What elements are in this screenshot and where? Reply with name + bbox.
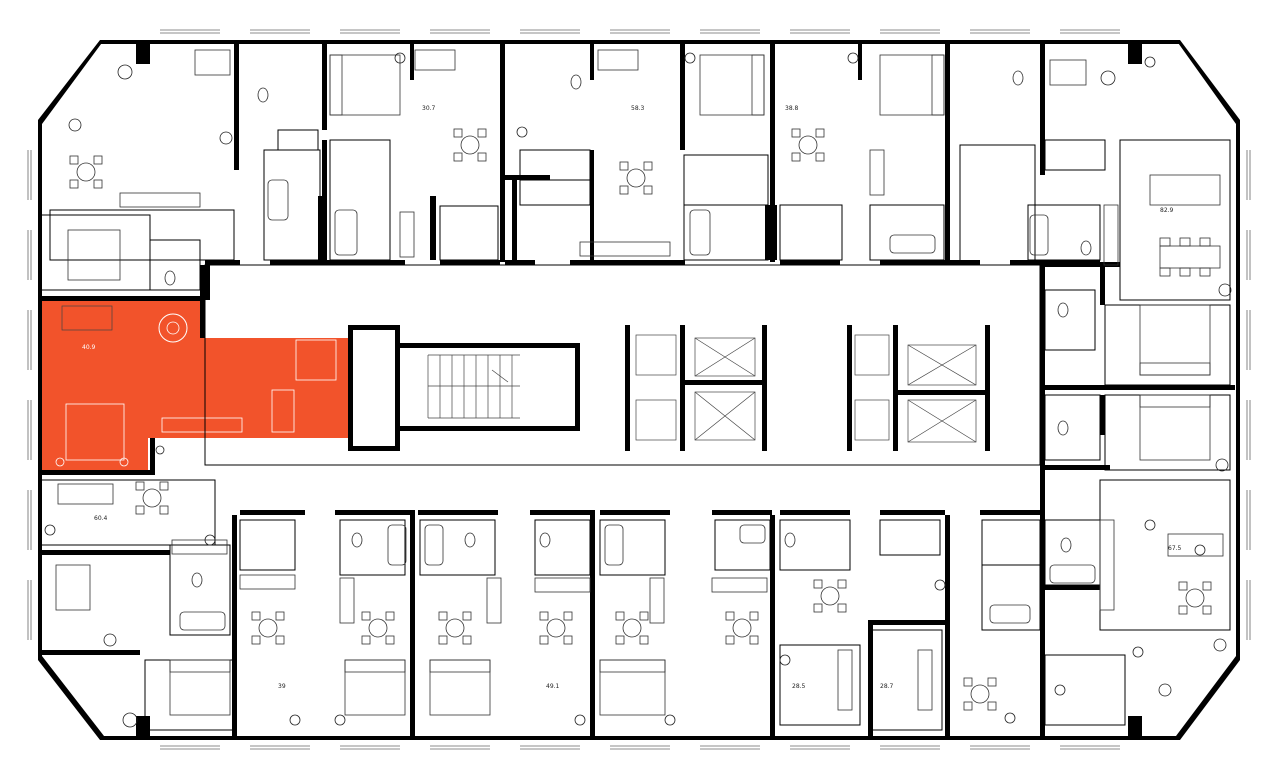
beds-and-sofas bbox=[55, 49, 1224, 716]
area-label-a9: 28.5 bbox=[792, 683, 806, 690]
plant-icons bbox=[44, 52, 1232, 728]
area-label-a4: 38.8 bbox=[785, 105, 799, 112]
bottom-windows bbox=[160, 745, 1120, 750]
area-label-a1: 40.9 bbox=[82, 344, 96, 351]
highlighted-apartment[interactable] bbox=[40, 300, 348, 470]
outer-walls bbox=[38, 40, 1240, 740]
area-label-a2: 30.7 bbox=[422, 105, 436, 112]
bottom-row-walls bbox=[232, 479, 1231, 740]
area-label-a3: 58.3 bbox=[631, 105, 645, 112]
area-label-a10: 28.7 bbox=[880, 683, 894, 690]
area-label-a5: 82.9 bbox=[1160, 207, 1174, 214]
area-label-a7: 39 bbox=[278, 683, 286, 690]
right-column-walls bbox=[1040, 262, 1235, 520]
dining-tables bbox=[69, 128, 1221, 711]
area-labels: 40.9 30.7 58.3 38.8 82.9 60.4 39 49.1 28… bbox=[82, 105, 1182, 690]
area-label-a11: 67.5 bbox=[1168, 545, 1182, 552]
area-label-a6: 60.4 bbox=[94, 515, 108, 522]
top-row-walls bbox=[200, 40, 1100, 338]
top-windows bbox=[160, 29, 1120, 34]
bath-fixtures bbox=[164, 70, 1096, 631]
area-label-a8: 49.1 bbox=[546, 683, 560, 690]
building-core bbox=[204, 264, 1041, 466]
kitchen-counters bbox=[119, 149, 1119, 711]
side-windows bbox=[27, 150, 1251, 640]
top-row-rooms bbox=[49, 129, 1231, 301]
left-column-walls bbox=[39, 214, 236, 731]
